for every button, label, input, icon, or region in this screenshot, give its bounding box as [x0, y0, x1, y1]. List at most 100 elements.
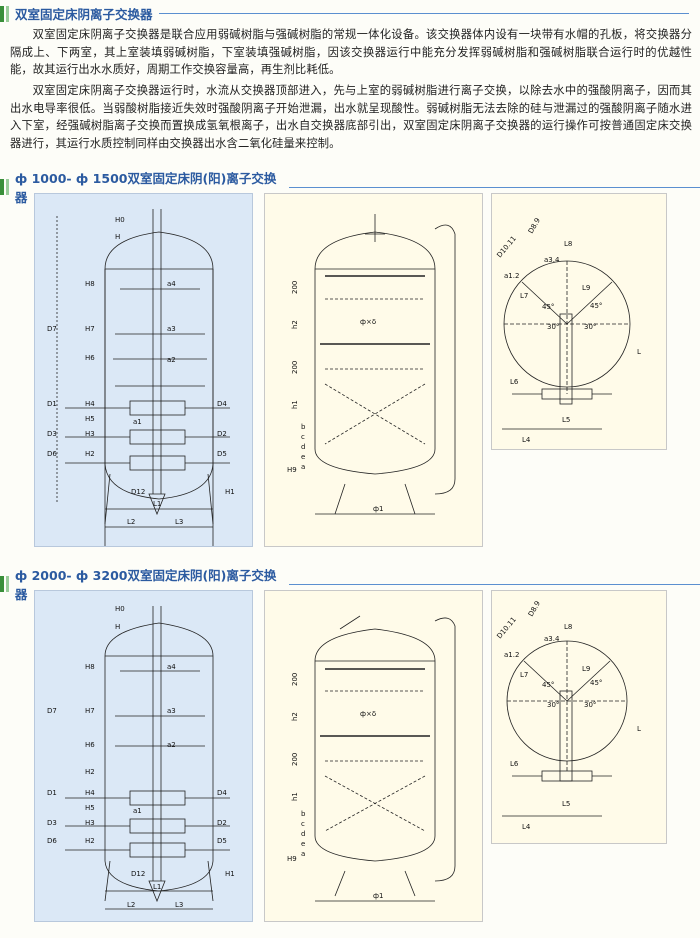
svg-text:D10.11: D10.11 [495, 616, 517, 641]
svg-text:h2: h2 [291, 712, 299, 721]
svg-text:200: 200 [291, 673, 299, 686]
header-bar-light [6, 5, 9, 22]
svg-text:h1: h1 [291, 792, 299, 801]
svg-text:H8: H8 [85, 663, 95, 671]
svg-text:H0: H0 [115, 216, 125, 224]
svg-text:c: c [301, 820, 305, 828]
svg-text:D5: D5 [217, 837, 227, 845]
svg-text:a1.2: a1.2 [504, 651, 519, 659]
svg-text:h2: h2 [291, 320, 299, 329]
section-title: ф 1000- ф 1500双室固定床阴(阳)离子交换器 [14, 171, 277, 205]
svg-text:d: d [301, 830, 305, 838]
svg-text:H5: H5 [85, 804, 95, 812]
header-rule [289, 186, 700, 188]
intro-paragraph-2: 双室固定床阴离子交换器运行时，水流从交换器顶部进入，先与上室的弱碱树脂进行离子交… [10, 84, 692, 150]
svg-text:D12: D12 [131, 870, 145, 878]
svg-text:45°: 45° [542, 681, 554, 689]
svg-text:H4: H4 [85, 789, 95, 797]
svg-text:D2: D2 [217, 819, 227, 827]
svg-text:L8: L8 [564, 623, 572, 631]
svg-text:H7: H7 [85, 707, 95, 715]
svg-text:H0: H0 [115, 605, 125, 613]
svg-text:H9: H9 [287, 855, 297, 863]
svg-text:D10.11: D10.11 [495, 235, 517, 260]
svg-text:L7: L7 [520, 671, 528, 679]
svg-text:D1: D1 [47, 789, 57, 797]
svg-text:L5: L5 [562, 416, 570, 424]
svg-text:H1: H1 [225, 870, 235, 878]
svg-text:ф×δ: ф×δ [360, 318, 376, 326]
svg-text:b: b [301, 810, 306, 818]
svg-text:H4: H4 [85, 400, 95, 408]
svg-text:45°: 45° [542, 303, 554, 311]
svg-text:H: H [115, 233, 120, 241]
svg-text:H5: H5 [85, 415, 95, 423]
svg-text:h1: h1 [291, 400, 299, 409]
svg-text:H1: H1 [225, 488, 235, 496]
svg-text:a3: a3 [167, 707, 176, 715]
svg-text:L1: L1 [153, 883, 161, 891]
svg-text:L9: L9 [582, 284, 590, 292]
svg-text:a: a [301, 850, 305, 858]
svg-text:L: L [637, 725, 641, 733]
svg-text:45°: 45° [590, 679, 602, 687]
svg-text:D2: D2 [217, 430, 227, 438]
svg-text:a: a [301, 463, 305, 471]
intro-paragraph-1: 双室固定床阴离子交换器是联合应用弱碱树脂与强碱树脂的常规一体化设备。该交换器体内… [10, 28, 692, 77]
svg-text:a4: a4 [167, 663, 176, 671]
header-rule [158, 13, 689, 14]
svg-text:a4: a4 [167, 280, 176, 288]
svg-text:H9: H9 [287, 466, 297, 474]
svg-text:30°: 30° [547, 701, 559, 709]
svg-text:H3: H3 [85, 819, 95, 827]
svg-text:a3.4: a3.4 [544, 635, 560, 643]
svg-text:200: 200 [291, 281, 299, 294]
svg-text:a1: a1 [133, 418, 142, 426]
svg-text:H7: H7 [85, 325, 95, 333]
section-header-intro: 双室固定床阴离子交换器 [0, 4, 689, 23]
svg-text:e: e [301, 453, 305, 461]
header-bar-light [5, 576, 9, 592]
svg-text:a1.2: a1.2 [504, 272, 519, 280]
header-bar [0, 5, 4, 22]
svg-text:L3: L3 [175, 518, 183, 526]
svg-text:D4: D4 [217, 400, 227, 408]
svg-text:H2: H2 [85, 837, 95, 845]
svg-text:H: H [115, 623, 120, 631]
svg-text:30°: 30° [584, 701, 596, 709]
header-bar [0, 179, 4, 195]
svg-text:D6: D6 [47, 450, 57, 458]
svg-text:L1: L1 [153, 500, 161, 508]
svg-text:D5: D5 [217, 450, 227, 458]
svg-text:c: c [301, 433, 305, 441]
svg-text:30°: 30° [584, 323, 596, 331]
svg-text:ф1: ф1 [373, 892, 383, 900]
header-bar-light [5, 179, 9, 195]
svg-text:D3: D3 [47, 430, 57, 438]
svg-text:H6: H6 [85, 354, 95, 362]
svg-text:ф1: ф1 [373, 505, 383, 513]
svg-text:H2: H2 [85, 768, 95, 776]
svg-text:L2: L2 [127, 901, 135, 909]
svg-text:H6: H6 [85, 741, 95, 749]
svg-text:L7: L7 [520, 292, 528, 300]
svg-text:L2: L2 [127, 518, 135, 526]
svg-text:D1: D1 [47, 400, 57, 408]
svg-text:b: b [301, 423, 306, 431]
svg-text:D7: D7 [47, 325, 57, 333]
svg-text:45°: 45° [590, 302, 602, 310]
svg-text:L: L [637, 348, 641, 356]
svg-text:L6: L6 [510, 378, 519, 386]
svg-text:L8: L8 [564, 240, 572, 248]
svg-text:d: d [301, 443, 305, 451]
